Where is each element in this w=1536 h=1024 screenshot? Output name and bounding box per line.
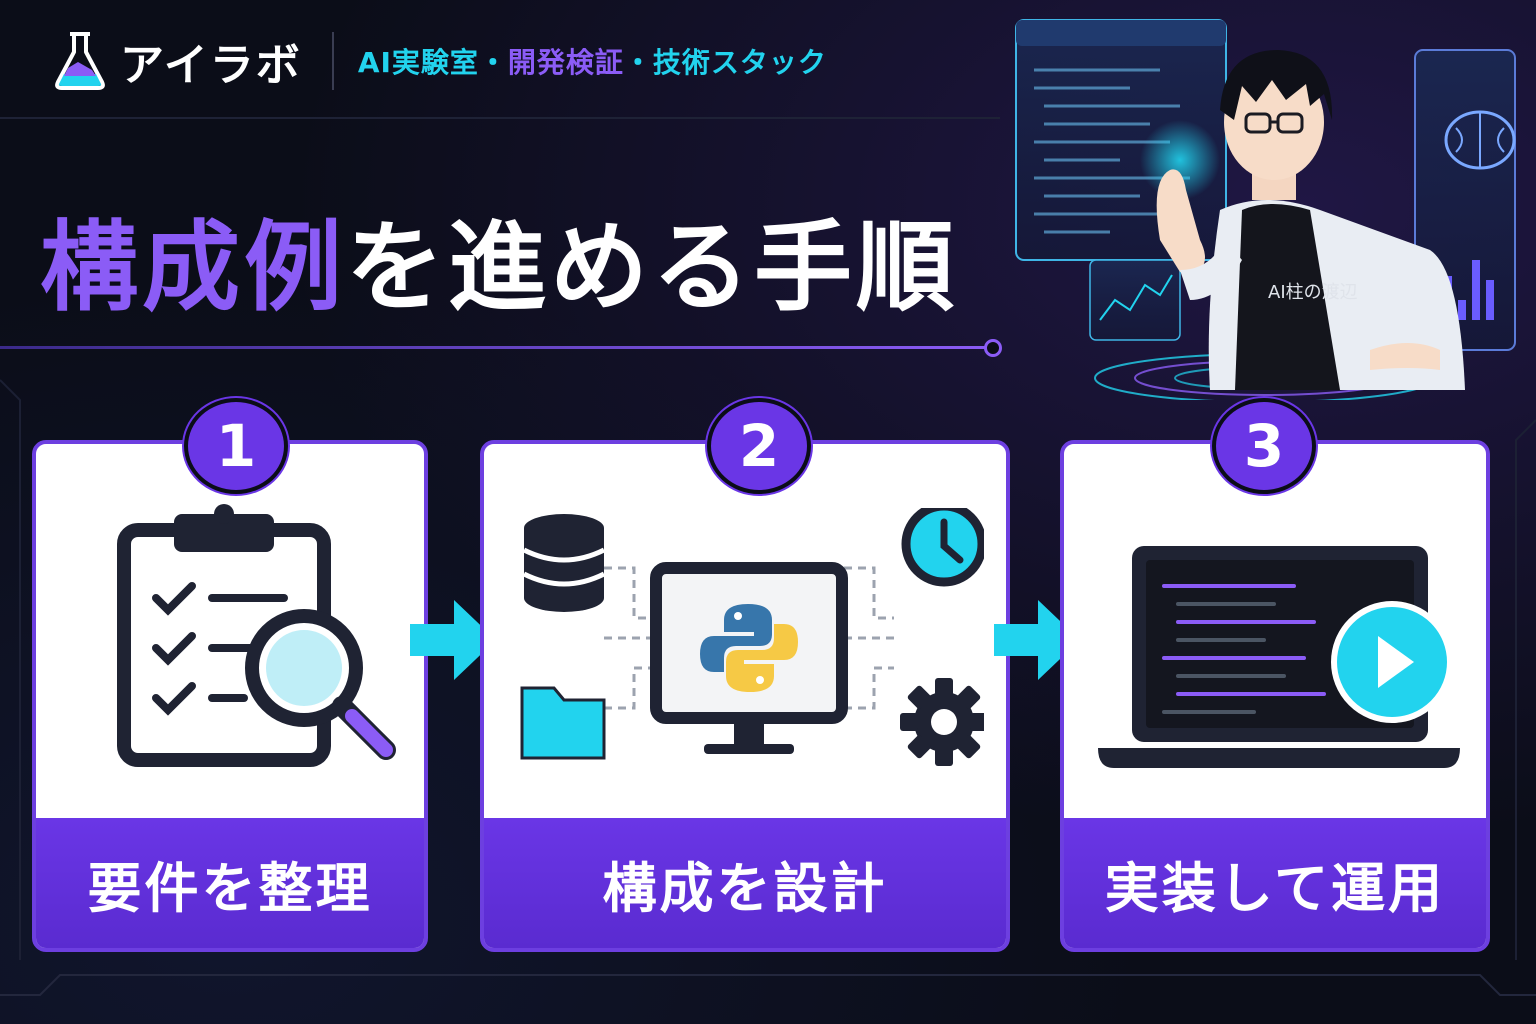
python-monitor-icon [520, 508, 984, 766]
title-highlight: 構成例 [40, 211, 347, 325]
clipboard-search-icon [117, 504, 396, 767]
tagline-part-3: ・技術スタック [623, 46, 827, 79]
step-badge-1: 1 [184, 398, 288, 494]
shirt-text: AI柱の渡辺 [1268, 282, 1358, 303]
title-underline [0, 346, 990, 349]
arrow-right-icon [410, 600, 496, 680]
step-label-3: 実装して運用 [1064, 818, 1486, 948]
page-title: 構成例を進める手順 [40, 188, 958, 330]
flask-icon [55, 32, 105, 90]
step-label-1: 要件を整理 [36, 818, 424, 948]
step-card-3: 実装して運用 [1060, 440, 1490, 952]
tagline: AI実験室・開発検証・技術スタック [358, 41, 827, 81]
arrow-right-icon [994, 600, 1080, 680]
scientist-character: AI柱の渡辺 [1156, 50, 1465, 390]
title-underline-dot [984, 339, 1002, 357]
step-card-1: 要件を整理 [32, 440, 428, 952]
step-label-2: 構成を設計 [484, 818, 1006, 948]
header-divider [331, 32, 334, 90]
laptop-play-icon [1098, 546, 1460, 768]
hero-illustration: AI柱の渡辺 [1015, 19, 1516, 400]
header: アイラボ AI実験室・開発検証・技術スタック [52, 26, 827, 96]
title-rest: を進める手順 [346, 211, 959, 325]
tagline-part-1: AI実験室・ [357, 46, 508, 79]
brand-name: アイラボ [120, 40, 302, 91]
step-badge-3: 3 [1212, 398, 1316, 494]
step-badge-2: 2 [707, 398, 811, 494]
step-card-2: 構成を設計 [480, 440, 1010, 952]
tagline-part-2: 開発検証 [507, 46, 624, 79]
